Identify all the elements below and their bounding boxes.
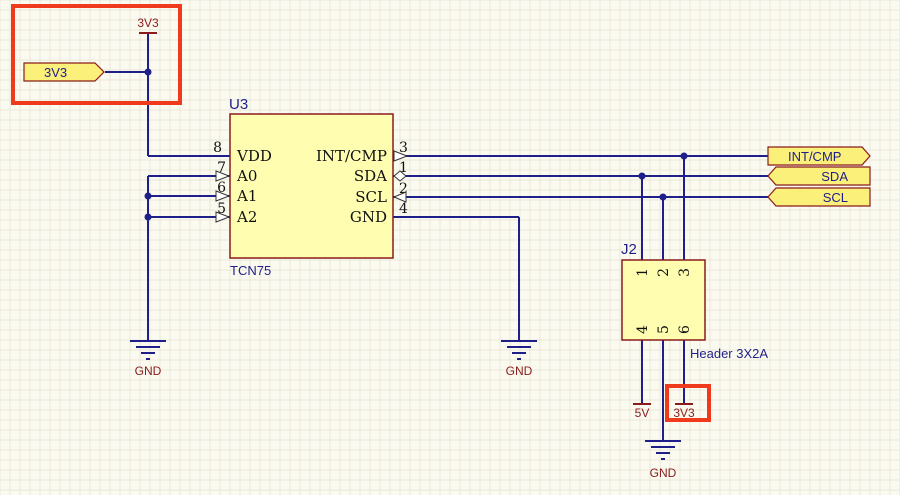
u3-pin-name: VDD [236,147,272,165]
highlight-box-bottom [665,384,711,422]
gnd-mid-label: GND [506,364,533,378]
port-int-cmp[interactable]: INT/CMP [767,146,871,166]
port-3v3-shape [23,62,105,82]
pin-input-arrow-icon [392,191,407,203]
port-scl[interactable]: SCL [767,187,871,207]
u3-pin-name: A0 [236,167,257,185]
j2-designator: J2 [621,241,637,258]
port-3v3-label: 3V3 [44,65,67,80]
highlight-box-top-left [11,4,182,105]
power-5v-label: 5V [635,406,650,420]
u3-pin-name: SDA [354,167,387,185]
junction-dot [144,192,152,200]
pin-input-arrow-icon [215,190,231,202]
j2-comment: Header 3X2A [690,346,768,361]
u3-pin-number: 7 [217,160,226,176]
u3-pin-name: GND [350,208,387,226]
u3-pin-number: 6 [217,180,226,196]
gnd-left-label: GND [135,364,162,378]
j2-pin-number: 3 [677,268,693,277]
gnd-symbol-bottom[interactable]: GND [645,440,681,480]
u3-pin-number: 4 [399,201,408,217]
pin-input-arrow-icon [215,170,231,182]
junction-dot [638,172,646,180]
port-sda[interactable]: SDA [767,166,871,186]
port-int-cmp-label: INT/CMP [788,149,841,164]
junction-dot [144,68,152,76]
port-scl-shape [767,187,871,207]
u3-pin-name: A1 [236,187,257,205]
pin-bidirectional-arrow-icon [393,170,407,182]
gnd-symbol-mid[interactable]: GND [501,340,537,378]
power-3v3-bottom-label: 3V3 [673,406,695,420]
u3-comment: TCN75 [230,263,271,278]
u3-pin-number: 8 [213,140,222,156]
j2-pin-number: 4 [635,325,651,334]
port-sda-shape [767,166,871,186]
gnd-symbol-left[interactable]: GND [130,340,166,378]
j2-body [621,259,706,341]
power-3v3-top[interactable]: 3V3 [137,16,159,34]
u3-pin-number: 5 [217,201,226,217]
u3-pin-name: INT/CMP [316,147,387,165]
u3-pin-name: A2 [236,208,257,226]
u3-pin-number: 2 [399,181,408,197]
junctions [144,68,688,221]
junction-dot [680,152,688,160]
junction-dot [659,193,667,201]
j2-pin-number: 5 [656,325,672,334]
junction-dot [144,213,152,221]
port-int-cmp-shape [767,146,871,166]
j2-pin-number: 2 [656,268,672,277]
port-sda-label: SDA [821,169,848,184]
wires [105,34,768,440]
u3-designator: U3 [229,96,248,113]
pin-input-arrow-icon [215,211,231,223]
j2-pin-number: 6 [677,325,693,334]
pin-output-arrow-icon [393,150,409,162]
u3-pin-number: 1 [399,160,408,176]
component-j2[interactable]: J2 Header 3X2A 1 2 3 4 5 6 [621,241,768,361]
gnd-bottom-label: GND [650,466,677,480]
power-3v3-top-label: 3V3 [137,16,159,30]
u3-body [229,113,394,259]
u3-pin-name: SCL [355,188,387,206]
power-5v[interactable]: 5V [633,403,651,420]
component-u3[interactable]: U3 TCN75 8 7 6 5 VDD A0 A1 A2 3 1 2 4 IN… [213,96,409,278]
port-3v3[interactable]: 3V3 [23,62,105,82]
power-3v3-bottom[interactable]: 3V3 [673,403,695,420]
port-scl-label: SCL [823,190,848,205]
j2-pin-number: 1 [635,268,651,277]
u3-pin-number: 3 [399,140,408,156]
